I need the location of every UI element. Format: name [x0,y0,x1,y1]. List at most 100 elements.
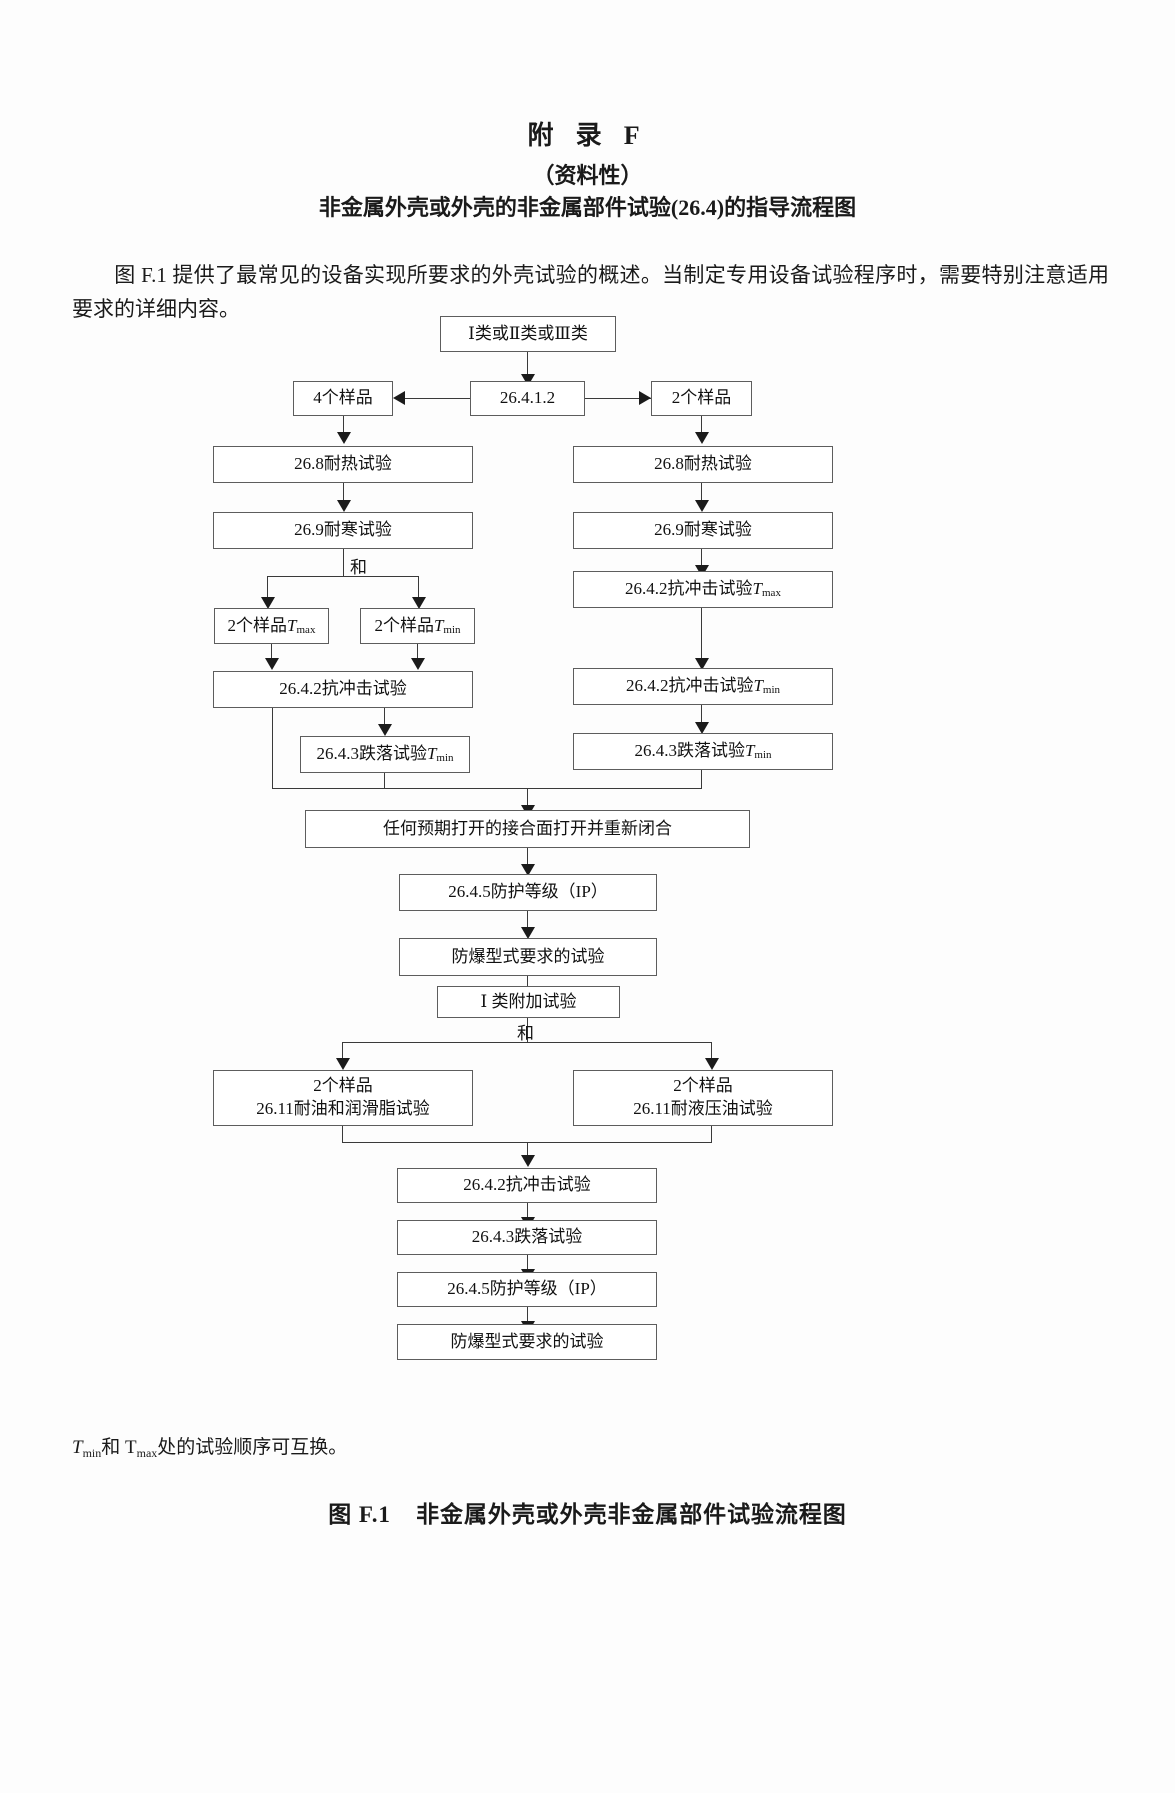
node-hydraulic-line1: 2个样品 [673,1076,733,1096]
subscript-max: max [296,623,316,636]
node-final-impact: 26.4.2抗冲击试验 [397,1168,657,1203]
node-left-two-samples-tmax-label: 2个样品 [227,615,288,635]
connector-classi-down [527,1018,529,1043]
node-two-samples: 2个样品 [651,381,752,416]
arrow-right-to-two-samples [639,391,651,405]
node-left-heat: 26.8耐热试验 [213,446,473,483]
footnote-suffix: 处的试验顺序可互换。 [157,1437,348,1458]
appendix-title: 附 录 F [527,121,648,150]
arrow-down-tmax-box [261,597,275,609]
connector-final-drop-to-ip [527,1255,529,1273]
figure-caption-label: 图 F.1 [328,1502,391,1527]
arrow-down-right-impact-tmin [695,658,709,670]
node-joint-reclose: 任何预期打开的接合面打开并重新闭合 [305,810,750,848]
intro-paragraph: 图 F.1 提供了最常见的设备实现所要求的外壳试验的概述。当制定专用设备试验程序… [72,258,1109,326]
footnote-t1: T [72,1437,83,1458]
connector-oil-grease-down [342,1126,344,1143]
connector-right-impact-tmax-to-tmin [701,608,703,661]
label-bottom-and: 和 [517,1024,534,1043]
connector-left-impact-down [384,708,386,728]
arrow-down-tmax-impact [265,658,279,670]
figure-caption-text: 非金属外壳或外壳非金属部件试验流程图 [416,1502,847,1527]
node-final-ex-type: 防爆型式要求的试验 [397,1324,657,1360]
t-symbol-tmax: T [287,615,297,635]
connector-right-drop-down [701,770,703,789]
connector-right-cold-to-impact-tmax [701,549,703,569]
node-right-impact-tmin-label: 26.4.2抗冲击试验 [625,676,754,696]
subscript-right-impact-min: min [762,684,781,697]
node-top-class: Ⅰ类或Ⅱ类或Ⅲ类 [440,316,616,352]
arrow-down-ip [521,864,535,876]
connector-hydraulic-down [711,1126,713,1143]
t-symbol-right-impact-max: T [752,579,762,599]
connector-final-impact-to-drop [527,1203,529,1221]
connector-left-cold-down [343,549,345,577]
node-clause-26412: 26.4.1.2 [470,381,585,416]
connector-bottom-split-right [711,1042,713,1061]
node-hydraulic-line2: 26.11耐液压油试验 [633,1099,773,1118]
node-right-impact-tmax-label: 26.4.2抗冲击试验 [625,579,753,599]
subscript-right-impact-max: max [762,587,781,600]
appendix-kind: （资料性） [532,163,643,188]
t-symbol-right-impact-min: T [753,676,763,696]
connector-left-to-heat [343,416,345,431]
connector-right-impact-to-drop [701,705,703,725]
arrow-down-right-drop [695,722,709,734]
node-right-heat: 26.8耐热试验 [573,446,833,483]
connector-two-samples-down [701,416,703,432]
connector-left-drop-down [384,773,386,789]
node-final-ip: 26.4.5防护等级（IP） [397,1272,657,1307]
node-four-samples: 4个样品 [293,381,393,416]
node-left-two-samples-tmin-label: 2个样品 [374,615,434,635]
subscript-right-drop-min: min [754,749,772,762]
node-oil-grease-line1: 2个样品 [313,1076,373,1096]
node-final-drop: 26.4.3跌落试验 [397,1220,657,1255]
t-symbol-tmin: T [433,615,444,635]
node-class-i-extra: Ⅰ 类附加试验 [437,986,620,1018]
arrow-down-tmin-impact [411,658,425,670]
arrow-down-left-heat [337,432,351,444]
footnote-note: Tmin和 Tmax处的试验顺序可互换。 [72,1432,348,1460]
connector-left-merge-bus [272,788,528,790]
arrow-down-left-drop [378,724,392,736]
connector-left-split-b [418,576,420,600]
arrow-down-right-cold [695,500,709,512]
arrow-down-right-heat [695,432,709,444]
arrow-down-left-cold [337,500,351,512]
connector-right-heat-to-cold [701,483,703,503]
arrow-down-final-impact [521,1155,535,1167]
connector-left-bypass [272,708,274,789]
arrow-left-to-four-samples [393,391,405,405]
node-oil-grease-line2: 26.11耐油和润滑脂试验 [256,1099,430,1118]
node-left-cold: 26.9耐寒试验 [213,512,473,549]
connector-left-heat-to-cold [343,483,345,503]
node-hydraulic-oil-test: 2个样品 26.11耐液压油试验 [573,1070,833,1126]
connector-26412-right [585,398,651,400]
connector-bottom-split-left [342,1042,344,1061]
node-left-drop-label: 26.4.3跌落试验 [316,744,427,764]
arrow-down-extype [521,927,535,939]
node-ex-type-test: 防爆型式要求的试验 [399,938,657,976]
connector-tmax-to-impact [271,644,273,661]
connector-final-ip-to-extype [527,1307,529,1325]
intro-text: 图 F.1 提供了最常见的设备实现所要求的外壳试验的概述。当制定专用设备试验程序… [72,263,1109,321]
arrow-down-hydraulic [705,1058,719,1070]
t-symbol-left-drop: T [426,744,437,764]
connector-ip-to-extype [527,911,529,931]
subscript-left-drop-min: min [436,752,454,765]
arrow-down-oil-grease [336,1058,350,1070]
connector-left-bus [343,431,344,433]
connector-right-merge-bus [527,788,702,790]
figure-caption: 图 F.1 非金属外壳或外壳非金属部件试验流程图 [0,1495,1175,1529]
node-ip-rating: 26.4.5防护等级（IP） [399,874,657,911]
node-oil-grease-test: 2个样品 26.11耐油和润滑脂试验 [213,1070,473,1126]
connector-tmin-to-impact [417,644,419,661]
subscript-min: min [443,623,461,636]
